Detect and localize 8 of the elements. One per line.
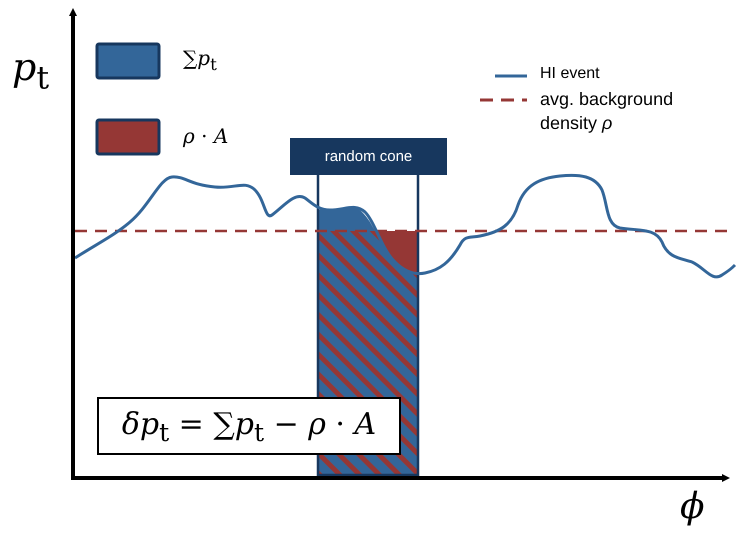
formula-box: δp$_{t}$ = ∑p$_{t}$ − ρ · A (97, 397, 401, 455)
legend-label: avg. background density ρ (540, 88, 674, 135)
legend-label: ∑p$_{t}$ (183, 46, 217, 74)
legend-label: ρ · A (183, 124, 228, 148)
legend-label: HI event (540, 65, 600, 83)
cone-header: random cone (290, 138, 447, 175)
axis-label: p$_{t}$ (12, 45, 50, 97)
axis-label: ϕ (680, 486, 705, 527)
